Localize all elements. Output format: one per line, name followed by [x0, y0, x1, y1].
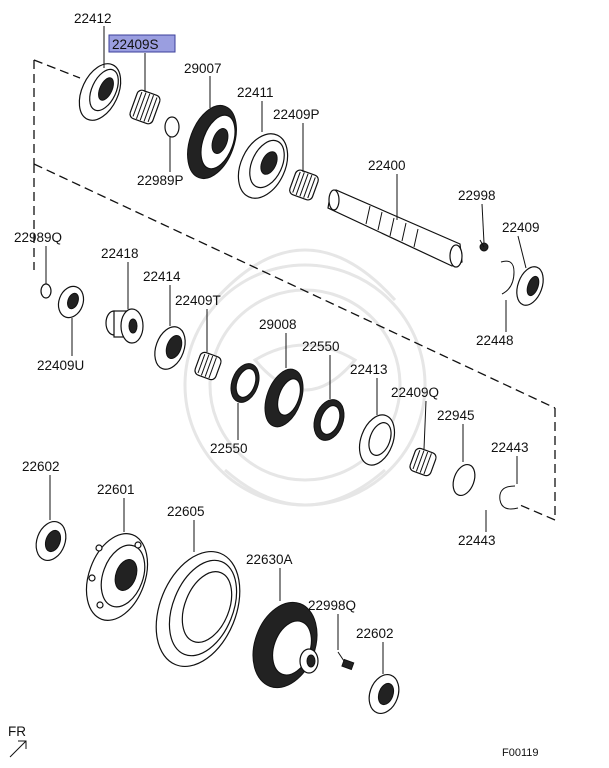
label-22409[interactable]: 22409	[502, 220, 540, 235]
front-arrow-icon	[9, 740, 27, 758]
assembly-outline	[33, 59, 556, 521]
part-labels: 22412 22409S 29007 22411 22409P 22989P 2…	[14, 11, 540, 641]
label-22400[interactable]: 22400	[368, 158, 406, 173]
bolt-22998Q[interactable]	[337, 651, 355, 671]
label-22443a[interactable]: 22443	[491, 440, 529, 455]
synchro-ring-22550-lower[interactable]	[309, 395, 350, 444]
highlight-box	[108, 34, 176, 53]
bearing-race-22412[interactable]	[71, 57, 129, 127]
label-22409S[interactable]: 22409S	[112, 37, 159, 52]
needle-bearing-22409Q[interactable]	[409, 447, 438, 477]
label-22998Q[interactable]: 22998Q	[308, 598, 356, 613]
label-22602b[interactable]: 22602	[356, 626, 394, 641]
label-22411[interactable]: 22411	[237, 85, 274, 100]
bearing-22414[interactable]	[149, 323, 190, 374]
label-22605[interactable]: 22605	[167, 504, 205, 519]
synchro-ring-22550-upper[interactable]	[226, 360, 264, 406]
label-22413[interactable]: 22413	[350, 362, 388, 377]
clip-22448[interactable]	[500, 260, 515, 295]
label-22550a[interactable]: 22550	[302, 339, 340, 354]
bearing-22409[interactable]	[512, 263, 548, 309]
label-22989P[interactable]: 22989P	[137, 173, 184, 188]
bearing-22413[interactable]	[353, 410, 401, 470]
needle-bearing-22409P[interactable]	[288, 169, 319, 202]
clip-22443[interactable]	[499, 485, 519, 510]
plug-22998[interactable]	[479, 239, 489, 252]
oil-seal-22602-right[interactable]	[364, 670, 404, 717]
leader-lines	[45, 26, 527, 674]
watermark-emblem	[183, 248, 427, 507]
gear-29008[interactable]	[258, 364, 310, 432]
label-22630A[interactable]: 22630A	[246, 552, 293, 567]
label-29007[interactable]: 29007	[184, 61, 222, 76]
label-22409U[interactable]: 22409U	[37, 358, 84, 373]
figure-code: F00119	[502, 747, 539, 759]
diff-case-22601[interactable]	[75, 525, 158, 629]
label-22414[interactable]: 22414	[143, 269, 181, 284]
label-22418[interactable]: 22418	[101, 246, 139, 261]
snap-ring-22989P[interactable]	[164, 116, 180, 138]
label-22409Q[interactable]: 22409Q	[391, 385, 439, 400]
front-direction-indicator: FR	[8, 724, 27, 758]
label-22409T[interactable]: 22409T	[175, 293, 221, 308]
diff-housing-22630A[interactable]	[242, 593, 328, 696]
snap-ring-22989Q[interactable]	[40, 283, 52, 299]
label-22602a[interactable]: 22602	[22, 459, 60, 474]
bearing-22409U[interactable]	[54, 283, 87, 321]
label-22998[interactable]: 22998	[458, 188, 496, 203]
needle-bearing-22409T[interactable]	[194, 351, 223, 381]
collar-22418[interactable]	[105, 308, 144, 344]
shaft-22400[interactable]	[327, 189, 463, 268]
ring-22945[interactable]	[449, 462, 479, 499]
ring-gear-22605[interactable]	[140, 539, 255, 679]
gear-29007[interactable]	[178, 99, 245, 185]
front-label: FR	[8, 724, 26, 739]
label-22409P[interactable]: 22409P	[273, 107, 320, 122]
label-29008[interactable]: 29008	[259, 317, 297, 332]
label-22412[interactable]: 22412	[74, 11, 112, 26]
label-22989Q[interactable]: 22989Q	[14, 230, 62, 245]
label-22448[interactable]: 22448	[476, 333, 514, 348]
needle-bearing-22409S[interactable]	[129, 89, 162, 125]
label-22443b[interactable]: 22443	[458, 533, 496, 548]
label-22601[interactable]: 22601	[97, 482, 135, 497]
oil-seal-22602-left[interactable]	[31, 517, 71, 564]
bearing-22411[interactable]	[229, 126, 298, 206]
label-22945[interactable]: 22945	[437, 408, 475, 423]
label-22550b[interactable]: 22550	[210, 441, 248, 456]
